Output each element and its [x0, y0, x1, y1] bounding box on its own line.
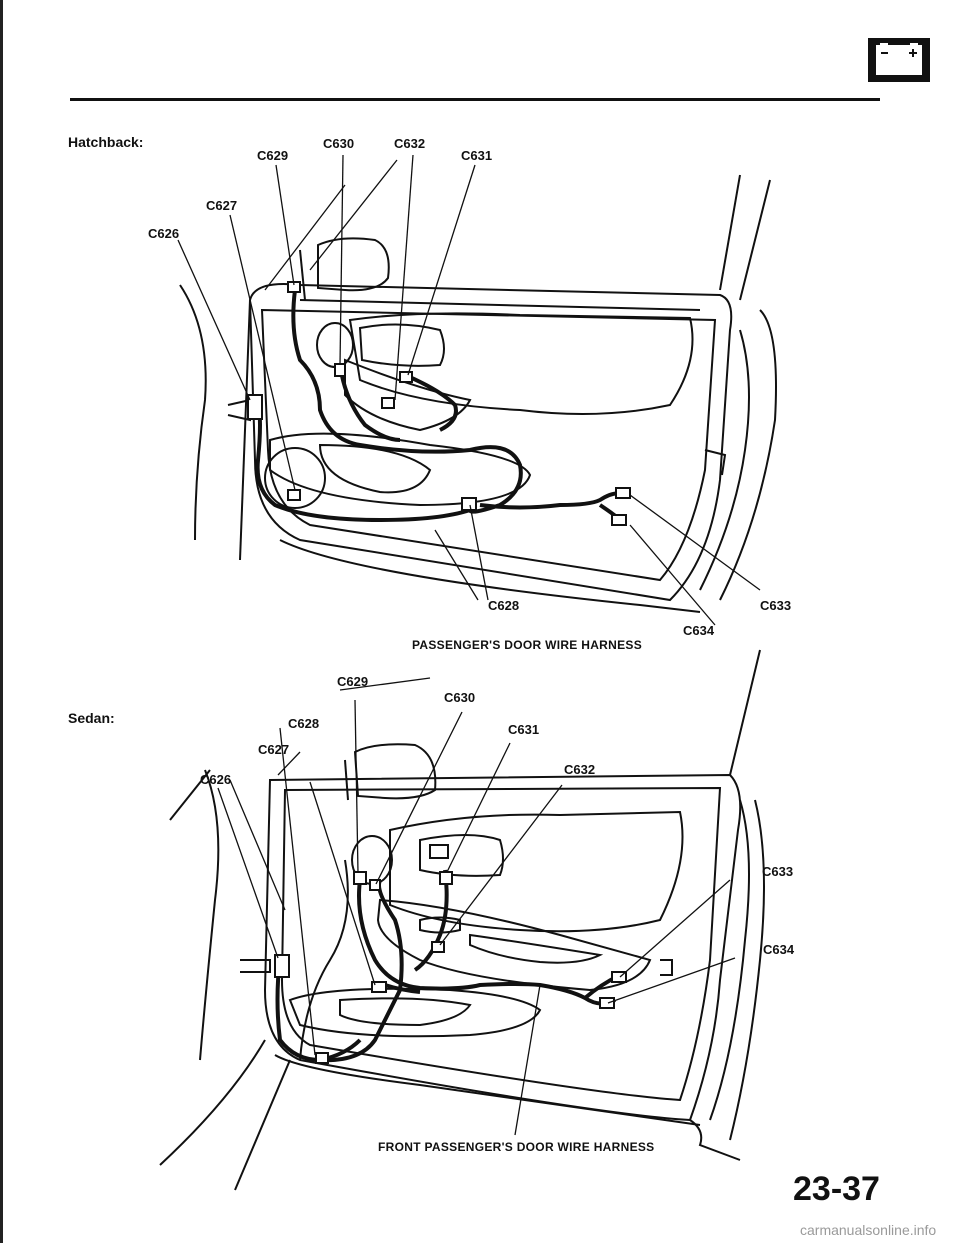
sedan-c626-label: C626	[200, 772, 232, 787]
hatchback-c633-label: C633	[760, 598, 792, 613]
hatchback-harness-label: PASSENGER'S DOOR WIRE HARNESS	[412, 638, 643, 652]
binding-edge	[0, 0, 3, 1243]
sedan-c634-label: C634	[763, 942, 795, 957]
header-rule	[70, 98, 880, 101]
sedan-c633-label: C633	[762, 864, 794, 879]
hatchback-label: Hatchback:	[68, 134, 144, 150]
sedan-c627-label: C627	[258, 742, 290, 757]
hatchback-c631-label: C631	[461, 148, 493, 163]
sedan-c628-label: C628	[288, 716, 320, 731]
hatchback-c627-label: C627	[206, 198, 238, 213]
hatchback-c632-label: C632	[394, 136, 426, 151]
sedan-c631-label: C631	[508, 722, 540, 737]
hatchback-c626-label: C626	[148, 226, 180, 241]
battery-icon	[868, 38, 930, 82]
page-number: 23-37	[793, 1170, 880, 1208]
sedan-harness-label: FRONT PASSENGER'S DOOR WIRE HARNESS	[378, 1140, 655, 1154]
sedan-c630-label: C630	[444, 690, 476, 705]
hatchback-c628-label: C628	[488, 598, 520, 613]
sedan-label: Sedan:	[68, 710, 115, 726]
hatchback-c630-label: C630	[323, 136, 355, 151]
hatchback-c629-label: C629	[257, 148, 289, 163]
sedan-c632-label: C632	[564, 762, 596, 777]
watermark: carmanualsonline.info	[800, 1222, 937, 1238]
sedan-c629-label: C629	[337, 674, 369, 689]
hatchback-c634-label: C634	[683, 623, 715, 638]
